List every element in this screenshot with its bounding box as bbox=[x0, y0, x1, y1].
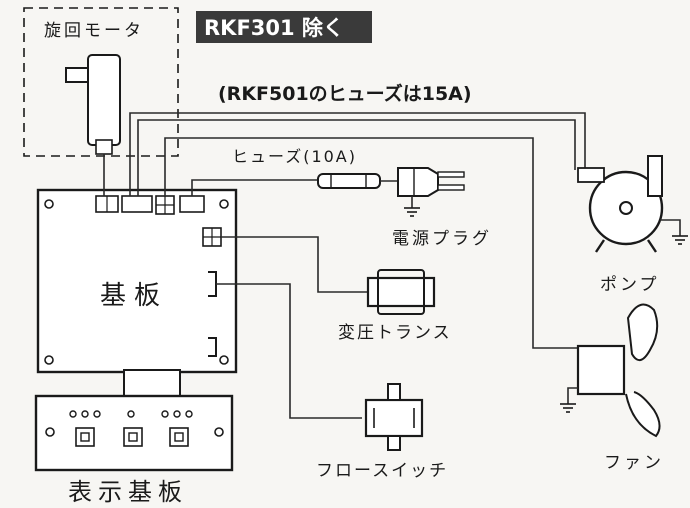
fan-label: ファン bbox=[604, 453, 664, 473]
fan bbox=[560, 303, 661, 438]
motor-label: 旋回モータ bbox=[44, 21, 144, 41]
transformer-label: 変圧トランス bbox=[338, 323, 452, 343]
motor-enclosure bbox=[23, 7, 179, 157]
power-plug-label: 電源プラグ bbox=[392, 229, 492, 249]
exclusion-badge: RKF301 除く bbox=[204, 16, 344, 40]
ribbon-connector bbox=[123, 369, 181, 399]
transformer bbox=[366, 269, 436, 315]
fuse-note: (RKF501のヒューズは15A) bbox=[218, 82, 472, 105]
exclusion-badge-bg bbox=[196, 11, 372, 43]
display-board-label: 表示基板 bbox=[68, 478, 188, 506]
float-switch bbox=[364, 383, 424, 451]
pump-label: ポンプ bbox=[600, 275, 660, 295]
fuse-label: ヒューズ(10A) bbox=[232, 147, 357, 166]
pump bbox=[577, 155, 688, 253]
main-board bbox=[36, 188, 238, 374]
swivel-motor bbox=[65, 54, 121, 155]
display-board bbox=[34, 394, 234, 472]
fuse-holder bbox=[317, 173, 398, 189]
board-label: 基板 bbox=[100, 281, 168, 311]
float-switch-label: フロースイッチ bbox=[316, 461, 448, 481]
power-plug bbox=[397, 167, 465, 217]
